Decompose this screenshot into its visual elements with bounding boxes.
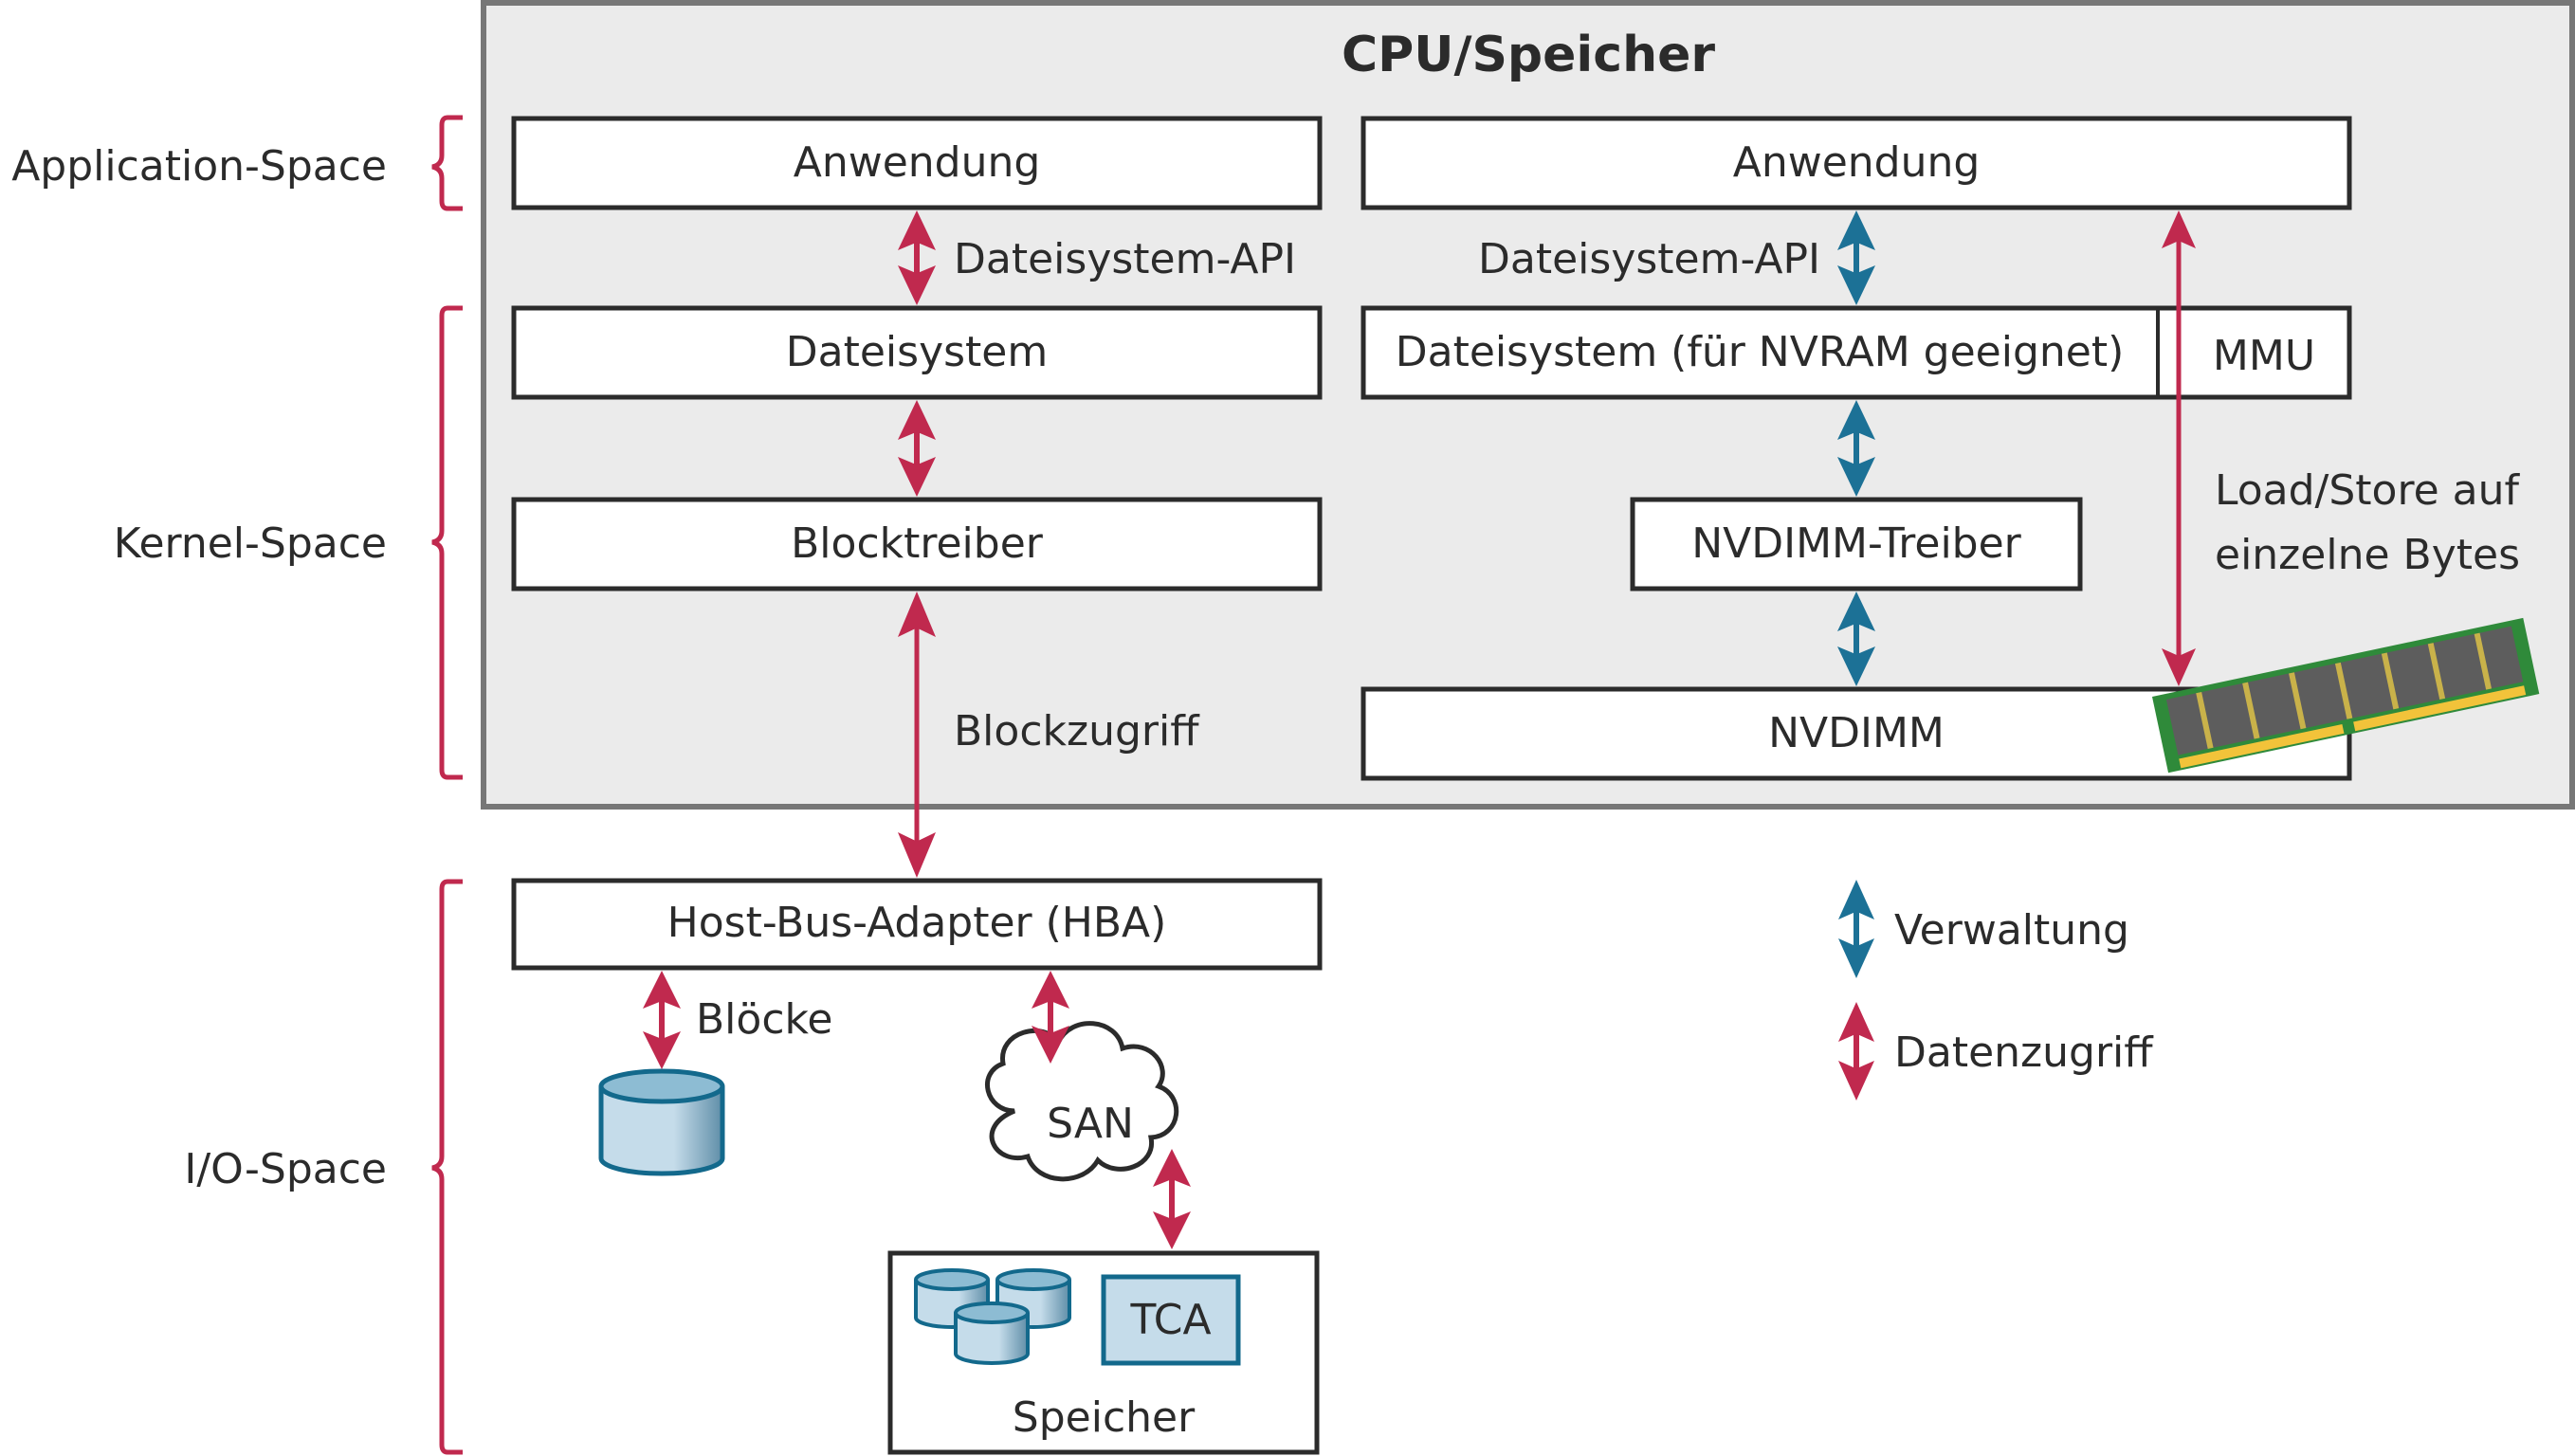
- legend-management-label: Verwaltung: [1894, 906, 2129, 955]
- legend-data-access-label: Datenzugriff: [1894, 1028, 2154, 1077]
- right-app-box: Anwendung: [1361, 116, 2352, 210]
- right-api-label: Dateisystem-API: [1478, 235, 1820, 283]
- hba-box: Host-Bus-Adapter (HBA): [511, 878, 1323, 971]
- legend-management-icon: [1838, 880, 1874, 978]
- right-nvram-filesystem-box: Dateisystem (für NVRAM geeignet) MMU: [1361, 305, 2352, 400]
- cpu-panel-title: CPU/Speicher: [1342, 27, 1715, 83]
- svg-text:Dateisystem: Dateisystem: [786, 328, 1048, 376]
- arrow-left-fs-driver: [898, 400, 936, 497]
- arrow-block-access: [898, 592, 936, 878]
- left-app-box: Anwendung: [511, 116, 1323, 210]
- brace-application-space: [431, 115, 463, 211]
- mmu-label: MMU: [2213, 332, 2315, 380]
- legend: Verwaltung Datenzugriff: [1894, 906, 2154, 1077]
- arrow-right-fs-driver: [1837, 400, 1875, 497]
- svg-text:Speicher: Speicher: [1013, 1393, 1196, 1442]
- left-api-label: Dateisystem-API: [954, 235, 1296, 283]
- storage-disks-icon: [914, 1268, 1071, 1365]
- left-filesystem-box: Dateisystem: [511, 305, 1323, 400]
- brace-io-space: [431, 879, 463, 1455]
- svg-text:Host-Bus-Adapter (HBA): Host-Bus-Adapter (HBA): [667, 899, 1167, 947]
- svg-text:Anwendung: Anwendung: [1733, 138, 1981, 187]
- left-block-driver-box: Blocktreiber: [511, 497, 1323, 592]
- arrow-right-app-fs: [1837, 210, 1875, 305]
- arrow-san-storage: [1153, 1149, 1191, 1249]
- svg-text:Blocktreiber: Blocktreiber: [791, 519, 1044, 568]
- brace-kernel-space: [431, 305, 463, 780]
- arrow-loadstore: [2162, 210, 2196, 686]
- label-io-space: I/O-Space: [184, 1145, 387, 1193]
- arrow-left-app-fs: [898, 210, 936, 305]
- arrow-hba-san: [1032, 971, 1069, 1064]
- label-application-space: Application-Space: [11, 142, 387, 191]
- svg-text:Anwendung: Anwendung: [794, 138, 1041, 187]
- san-cloud: SAN: [985, 1021, 1179, 1182]
- arrows: [643, 210, 2196, 1249]
- nvdimm-driver-box: NVDIMM-Treiber: [1630, 497, 2083, 592]
- svg-text:SAN: SAN: [1047, 1100, 1134, 1148]
- loadstore-label-line2: einzelne Bytes: [2215, 531, 2520, 579]
- label-kernel-space: Kernel-Space: [114, 519, 387, 568]
- svg-text:TCA: TCA: [1129, 1296, 1211, 1344]
- blocks-label: Blöcke: [696, 995, 833, 1044]
- svg-text:NVDIMM-Treiber: NVDIMM-Treiber: [1691, 519, 2021, 568]
- svg-text:NVDIMM: NVDIMM: [1768, 709, 1945, 757]
- ram-module-icon: [2152, 617, 2540, 774]
- block-access-label: Blockzugriff: [954, 707, 1200, 755]
- loadstore-label-line1: Load/Store auf: [2215, 466, 2521, 515]
- svg-text:Dateisystem (für NVRAM geeigne: Dateisystem (für NVRAM geeignet): [1396, 328, 2125, 376]
- local-disk-icon: [598, 1068, 725, 1176]
- legend-data-access-icon: [1838, 1002, 1874, 1101]
- arrow-hba-disk: [643, 971, 681, 1069]
- arrow-right-driver-nvdimm: [1837, 592, 1875, 686]
- tca-box: TCA: [1101, 1274, 1241, 1366]
